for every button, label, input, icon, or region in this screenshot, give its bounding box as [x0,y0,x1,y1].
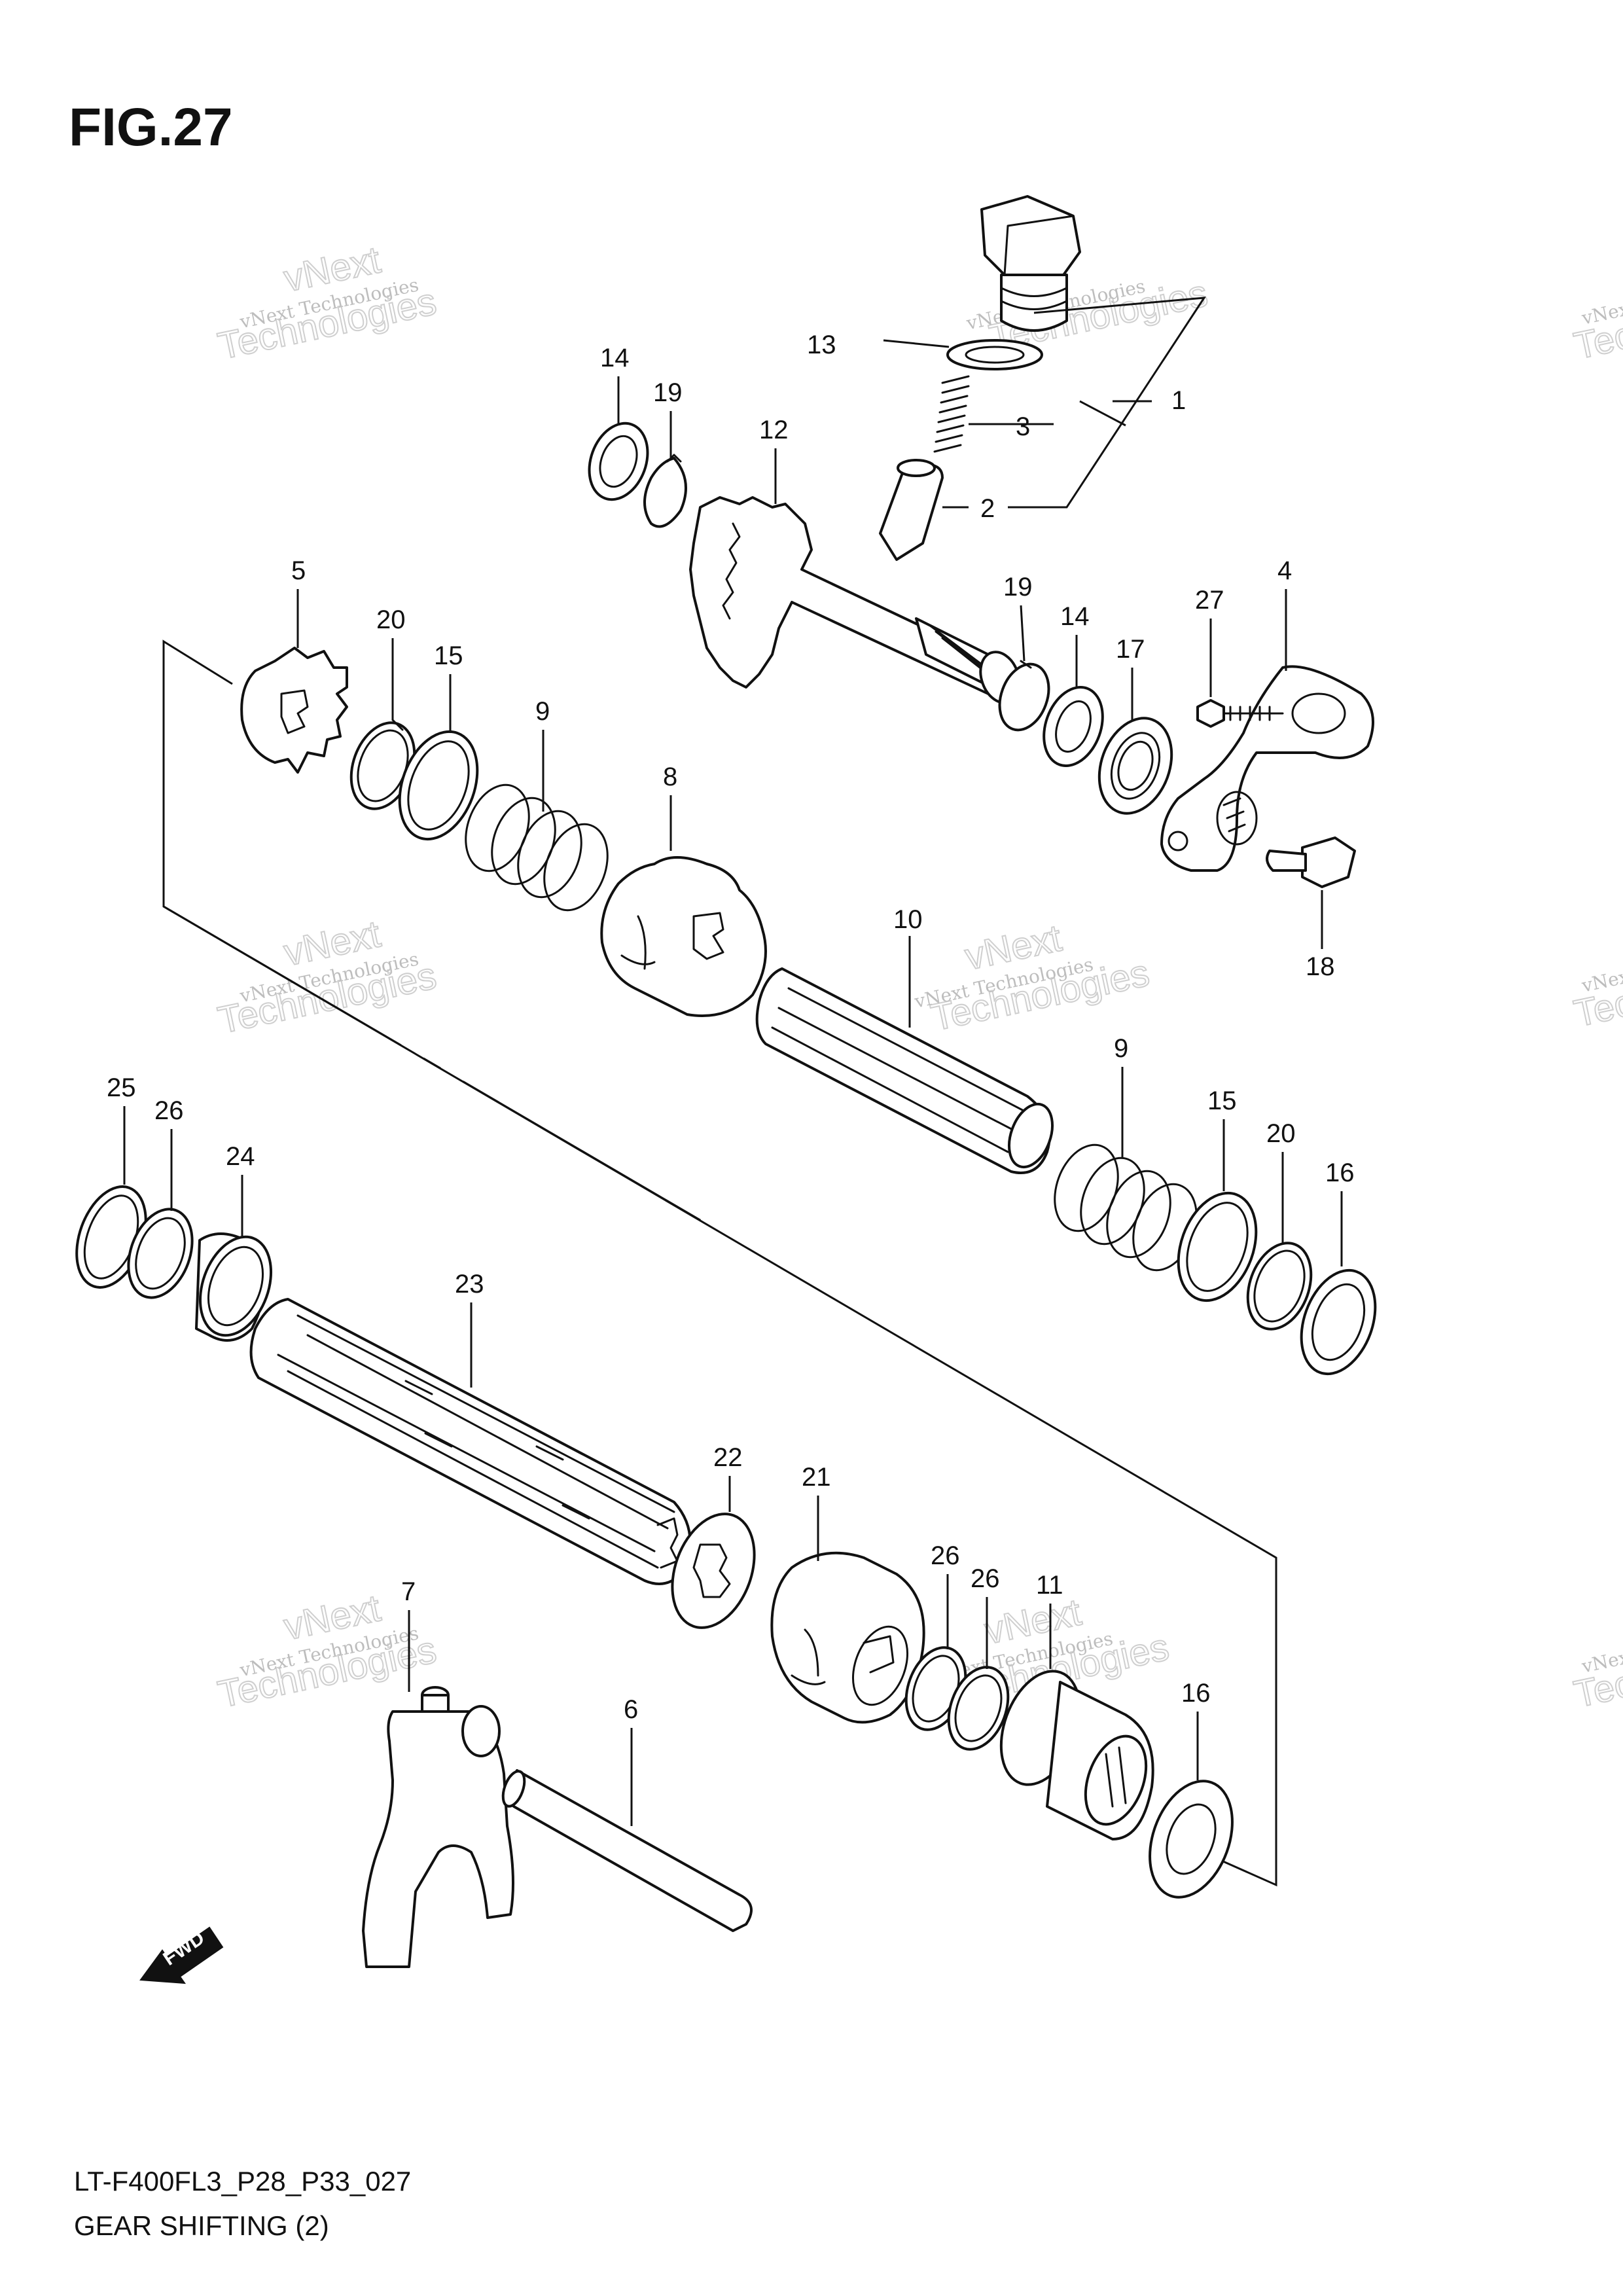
part-shift-arm [1160,665,1374,888]
part-washer [1149,1780,1234,1899]
assembly-outline [162,639,1277,1887]
part-washer [1300,1268,1377,1376]
callout-label: 26 [971,1564,1000,1593]
callout-label: 27 [1195,586,1224,615]
callout-label: 25 [107,1073,136,1102]
callout-label: 16 [1181,1679,1211,1708]
part-washer [588,422,649,501]
callout-label: 1 [1171,386,1186,415]
callout-label: 13 [807,331,836,359]
part-circlip [947,1666,1010,1751]
callout-label: 22 [713,1443,743,1472]
callout-label: 17 [1116,635,1145,664]
figure-title: FIG.27 [69,98,233,157]
callout-label: 7 [401,1577,416,1606]
part-bearing-sleeve [999,1670,1154,1840]
callout-label: 10 [893,905,923,934]
callout-label: 26 [931,1541,960,1570]
diagram-caption: GEAR SHIFTING (2) [74,2210,329,2241]
callout-label: 6 [624,1695,638,1724]
callout-label: 9 [535,697,550,726]
callout-label: 23 [455,1270,484,1299]
part-circlip [998,660,1050,732]
callout-label: 14 [600,344,630,372]
callout-label: 24 [226,1142,255,1171]
watermark-text: Technologies [1571,948,1623,1035]
callout-label: 19 [653,378,683,407]
part-bearing [1097,717,1173,815]
part-circlip [1246,1242,1313,1331]
part-stopper-bolt [879,195,1206,561]
watermark-text: Technologies [1571,280,1623,368]
callout-label: 4 [1277,556,1292,585]
callout-label: 19 [1003,573,1033,601]
part-ring [398,730,479,841]
callout-label: 15 [434,641,463,670]
part-star-plate [671,1513,756,1629]
callout-label: 11 [1036,1571,1063,1600]
part-spring [1054,1143,1198,1272]
callout-label: 14 [1060,602,1090,631]
part-ring [1177,1191,1258,1302]
watermark-group: vNext Technologies vNext Technologies vN… [214,238,1623,1717]
callout-label: 26 [154,1096,184,1125]
callout-label: 18 [1306,952,1335,981]
callout-labels: 1 2 3 13 14 19 12 19 14 17 27 4 18 5 20 … [107,331,1355,1724]
callout-label: 20 [376,605,406,634]
part-fork-shaft [501,1769,753,1932]
part-cam-drum-end [600,856,767,1017]
callout-label: 2 [980,494,995,523]
fwd-arrow-icon: FWD [139,1926,224,1984]
part-cam-gear [240,647,348,774]
part-bushing [195,1232,273,1342]
watermark-text: Technologies [1571,1628,1623,1716]
callout-label: 21 [802,1463,831,1492]
callout-label: 3 [1016,412,1030,441]
part-washer [1043,685,1104,768]
diagram-code: LT-F400FL3_P28_P33_027 [74,2166,411,2197]
part-cam-drum-shaft [755,967,1054,1174]
callout-label: 9 [1114,1034,1128,1063]
callout-label: 5 [291,556,306,585]
callout-label: 8 [663,762,677,791]
part-shift-fork [362,1686,514,1968]
callout-label: 16 [1325,1158,1355,1187]
leader-lines [123,376,1343,1826]
part-spring [465,783,609,912]
callout-label: 20 [1266,1119,1296,1148]
part-drum-gear [770,1551,925,1724]
part-shift-shaft [689,496,1021,704]
callout-label: 12 [759,416,789,444]
part-circlip [643,454,687,528]
callout-label: 15 [1207,1086,1237,1115]
part-circlip [127,1208,194,1299]
